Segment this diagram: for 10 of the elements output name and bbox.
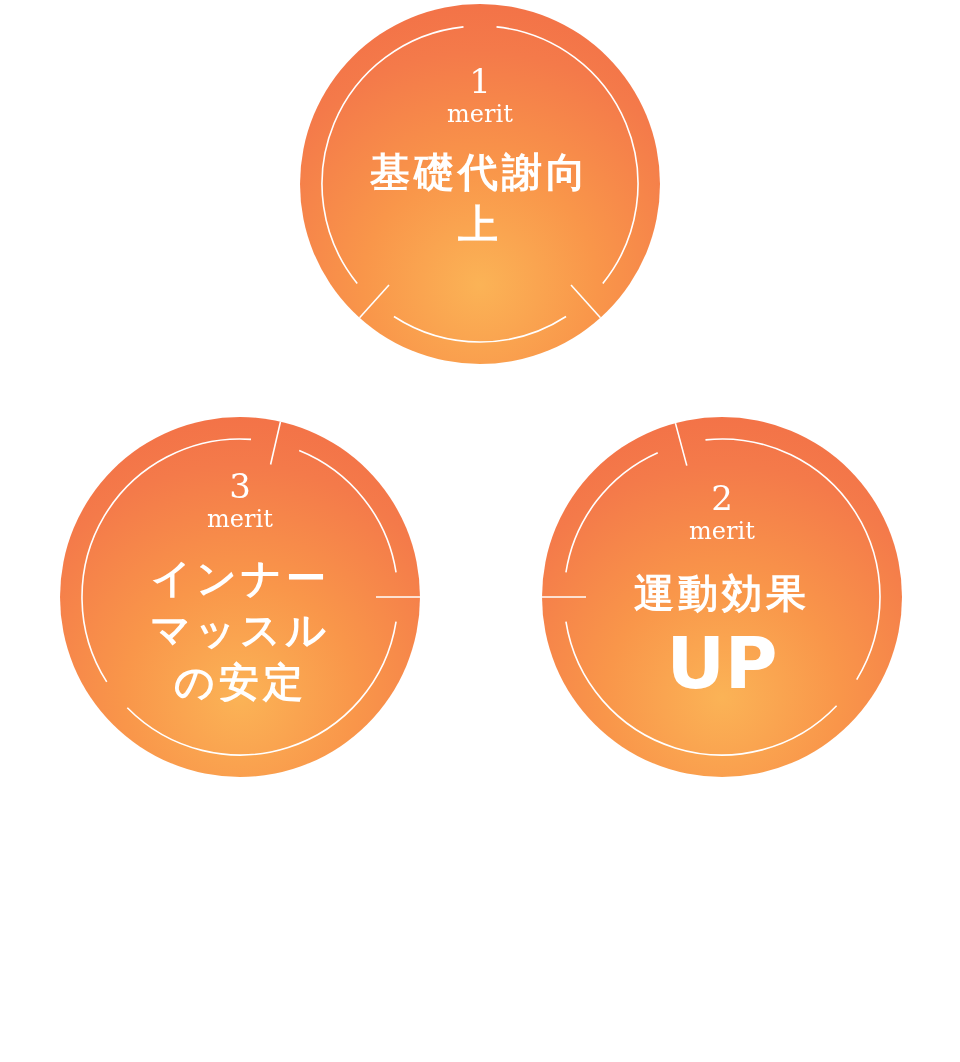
merit-number: 3	[228, 467, 252, 505]
merit-label: merit	[206, 505, 274, 533]
merit-title: 運動効果	[633, 569, 811, 618]
merit-title: インナーマッスルの安定	[149, 554, 331, 707]
merit-number: 1	[468, 62, 492, 100]
merit-number: 2	[710, 479, 734, 517]
merit-label: merit	[688, 517, 756, 545]
merit-title: 基礎代謝向上	[369, 148, 591, 249]
merit-title: UP	[665, 625, 779, 701]
merit-label: merit	[446, 100, 514, 128]
